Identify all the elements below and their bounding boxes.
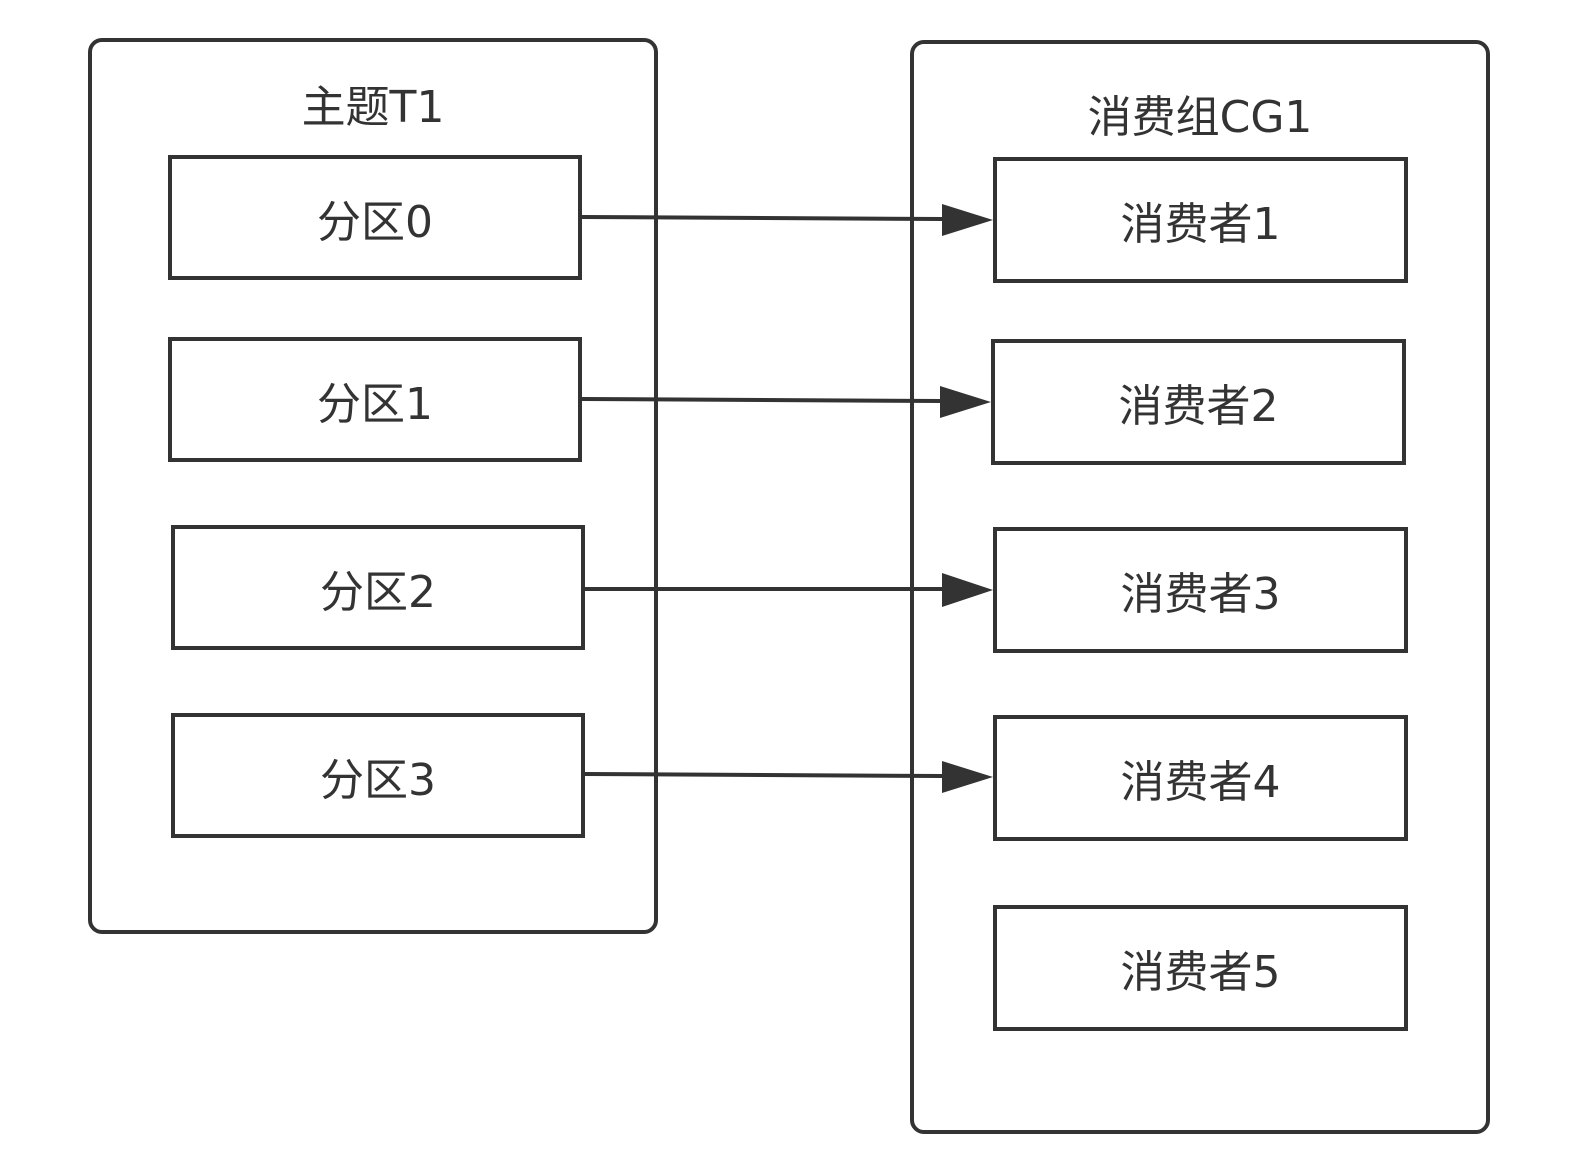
consumer-node-3: 消费者3 <box>993 527 1408 653</box>
consumer-node-2: 消费者2 <box>991 339 1406 465</box>
partition-node-0: 分区0 <box>168 155 582 280</box>
consumer-node-4: 消费者4 <box>993 715 1408 841</box>
partition-node-1: 分区1 <box>168 337 582 462</box>
topic-title: 主题T1 <box>301 82 445 133</box>
consumer-group-title: 消费组CG1 <box>1087 92 1313 143</box>
consumer-node-1: 消费者1 <box>993 157 1408 283</box>
consumer-node-5: 消费者5 <box>993 905 1408 1031</box>
partition-node-3: 分区3 <box>171 713 585 838</box>
partition-node-2: 分区2 <box>171 525 585 650</box>
